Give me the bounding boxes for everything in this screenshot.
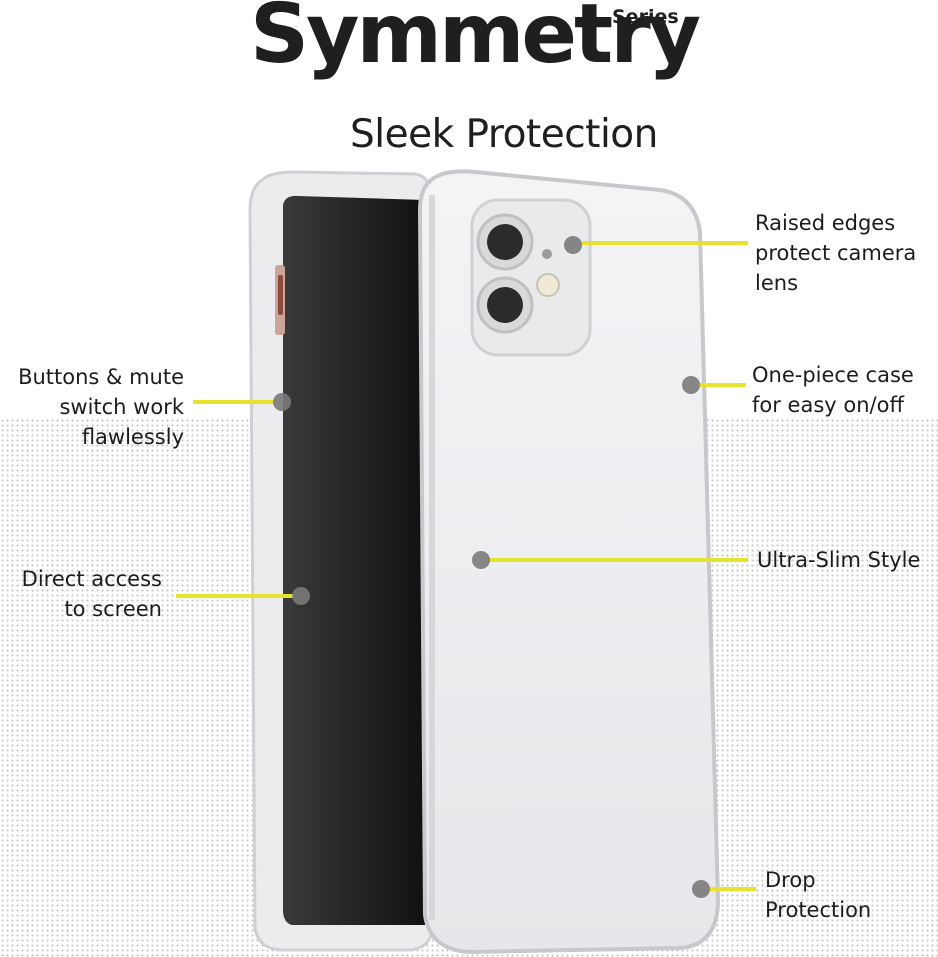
series-label: Series <box>612 6 679 28</box>
ultra-slim-marker <box>472 551 490 569</box>
ultra-slim-callout-line <box>488 558 748 562</box>
buttons-callout-text: Buttons & mute switch work flawlessly <box>18 365 184 449</box>
screen-callout-line <box>176 594 294 598</box>
camera-callout-text: Raised edges protect camera lens <box>755 211 917 295</box>
ultra-slim-callout-text: Ultra-Slim Style <box>757 548 921 572</box>
back-phone <box>248 170 434 952</box>
drop-marker <box>692 880 710 898</box>
screen-callout-text: Direct access to screen <box>21 567 162 621</box>
drop-callout-text: Drop Protection <box>765 868 872 922</box>
one-piece-callout-text: One-piece case for easy on/off <box>752 363 914 417</box>
tagline: Sleek Protection <box>350 112 658 157</box>
buttons-marker <box>273 393 291 411</box>
buttons-callout-line <box>193 400 277 404</box>
camera-marker <box>564 236 582 254</box>
brand-title: Symmetry <box>250 0 701 82</box>
one-piece-marker <box>682 376 700 394</box>
header: Symmetry Series Sleek Protection <box>0 0 938 160</box>
one-piece-callout-line <box>700 383 746 387</box>
camera-callout-line <box>582 241 748 245</box>
drop-callout-line <box>708 887 756 891</box>
screen-marker <box>292 587 310 605</box>
